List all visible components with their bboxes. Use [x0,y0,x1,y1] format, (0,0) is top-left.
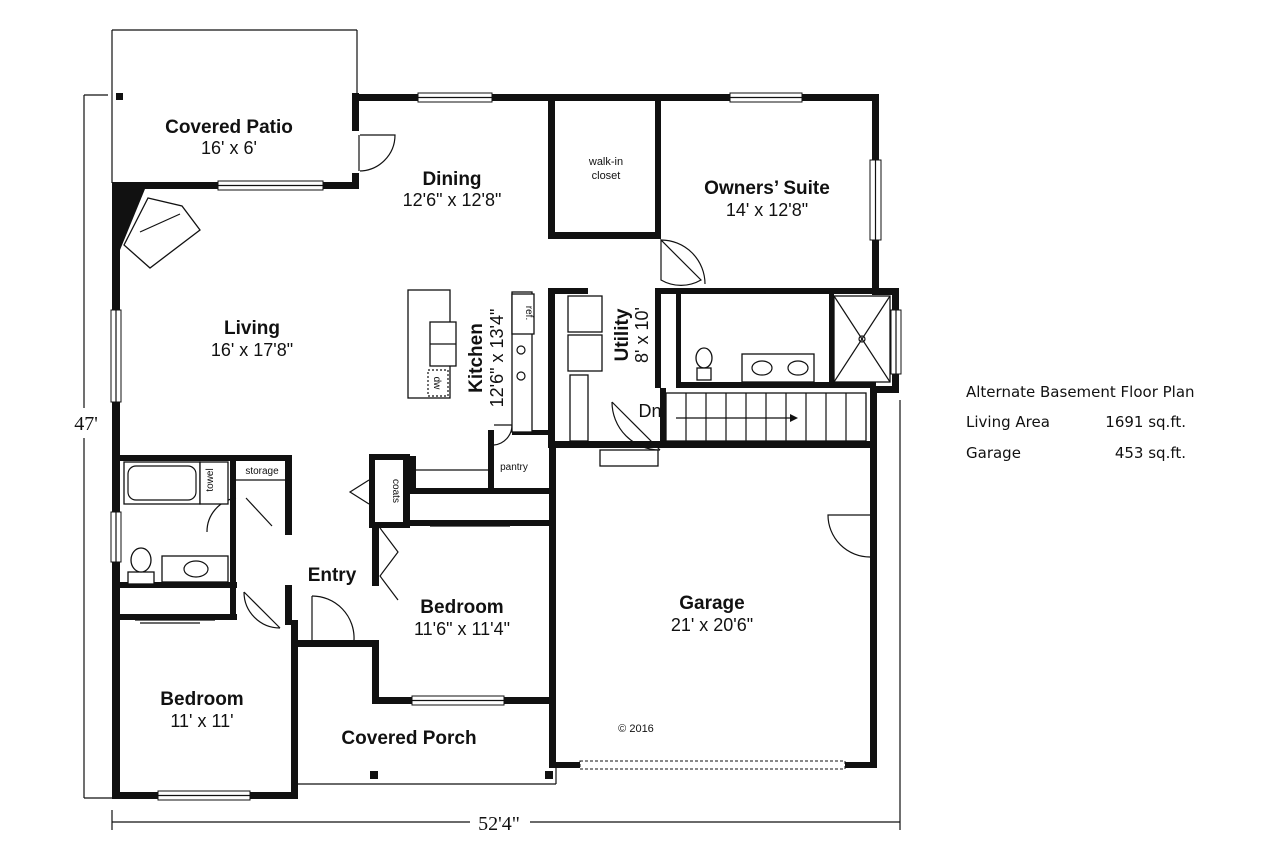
owners-suite-dims: 14' x 12'8" [726,200,808,220]
depth-label: 47' [74,413,98,435]
dining-dims: 12'6" x 12'8" [403,190,502,210]
doors [135,110,871,641]
room-labels: Covered Patio 16' x 6' Dining 12'6" x 12… [160,117,830,749]
legend-title: Alternate Basement Floor Plan [966,383,1195,401]
covered-porch-name: Covered Porch [341,728,476,749]
stair-treads [685,393,847,441]
depth-dimension [70,94,112,799]
stairs-down-label: Dn [638,401,661,421]
width-dimension [111,400,901,836]
legend-garage-value: 453 sq.ft. [1115,444,1186,462]
fixture-labels: ref. dw pantry coats towel storage Dn © … [205,306,662,735]
kitchen-name: Kitchen [466,323,487,393]
bedroom-mid-dims: 11'6" x 11'4" [414,619,510,639]
walk-in-closet-label-1: walk-in [588,156,623,168]
copyright-label: © 2016 [618,723,654,735]
area-legend: Alternate Basement Floor Plan Living Are… [966,383,1195,462]
legend-garage-label: Garage [966,444,1021,462]
legend-living-area-label: Living Area [966,413,1050,431]
pantry-label: pantry [500,462,528,473]
utility-name: Utility [612,308,633,361]
covered-patio-name: Covered Patio [165,117,293,138]
legend-living-area-value: 1691 sq.ft. [1105,413,1186,431]
garage-dims: 21' x 20'6" [671,615,753,635]
garage-name: Garage [679,593,744,614]
bedroom-left-name: Bedroom [160,689,243,710]
width-label: 52'4" [478,813,520,835]
towel-label: towel [205,468,216,491]
utility-dims: 8' x 10' [632,307,652,363]
covered-patio-dims: 16' x 6' [201,138,257,158]
entry-name: Entry [308,565,357,586]
ref-label: ref. [523,306,534,320]
bedroom-mid-name: Bedroom [420,597,503,618]
walk-in-closet-label-2: closet [592,170,621,182]
dishwasher-label: dw [431,377,442,391]
kitchen-dims: 12'6" x 13'4" [487,309,507,408]
living-dims: 16' x 17'8" [211,340,293,360]
living-name: Living [224,318,280,339]
dining-name: Dining [422,169,481,190]
storage-label: storage [245,466,279,477]
coats-label: coats [390,479,401,503]
bedroom-left-dims: 11' x 11' [170,711,233,731]
fixtures [120,189,891,785]
owners-suite-name: Owners’ Suite [704,178,830,199]
interior-walls [112,94,877,625]
covered-patio-outline [111,29,359,183]
windows [110,92,902,801]
